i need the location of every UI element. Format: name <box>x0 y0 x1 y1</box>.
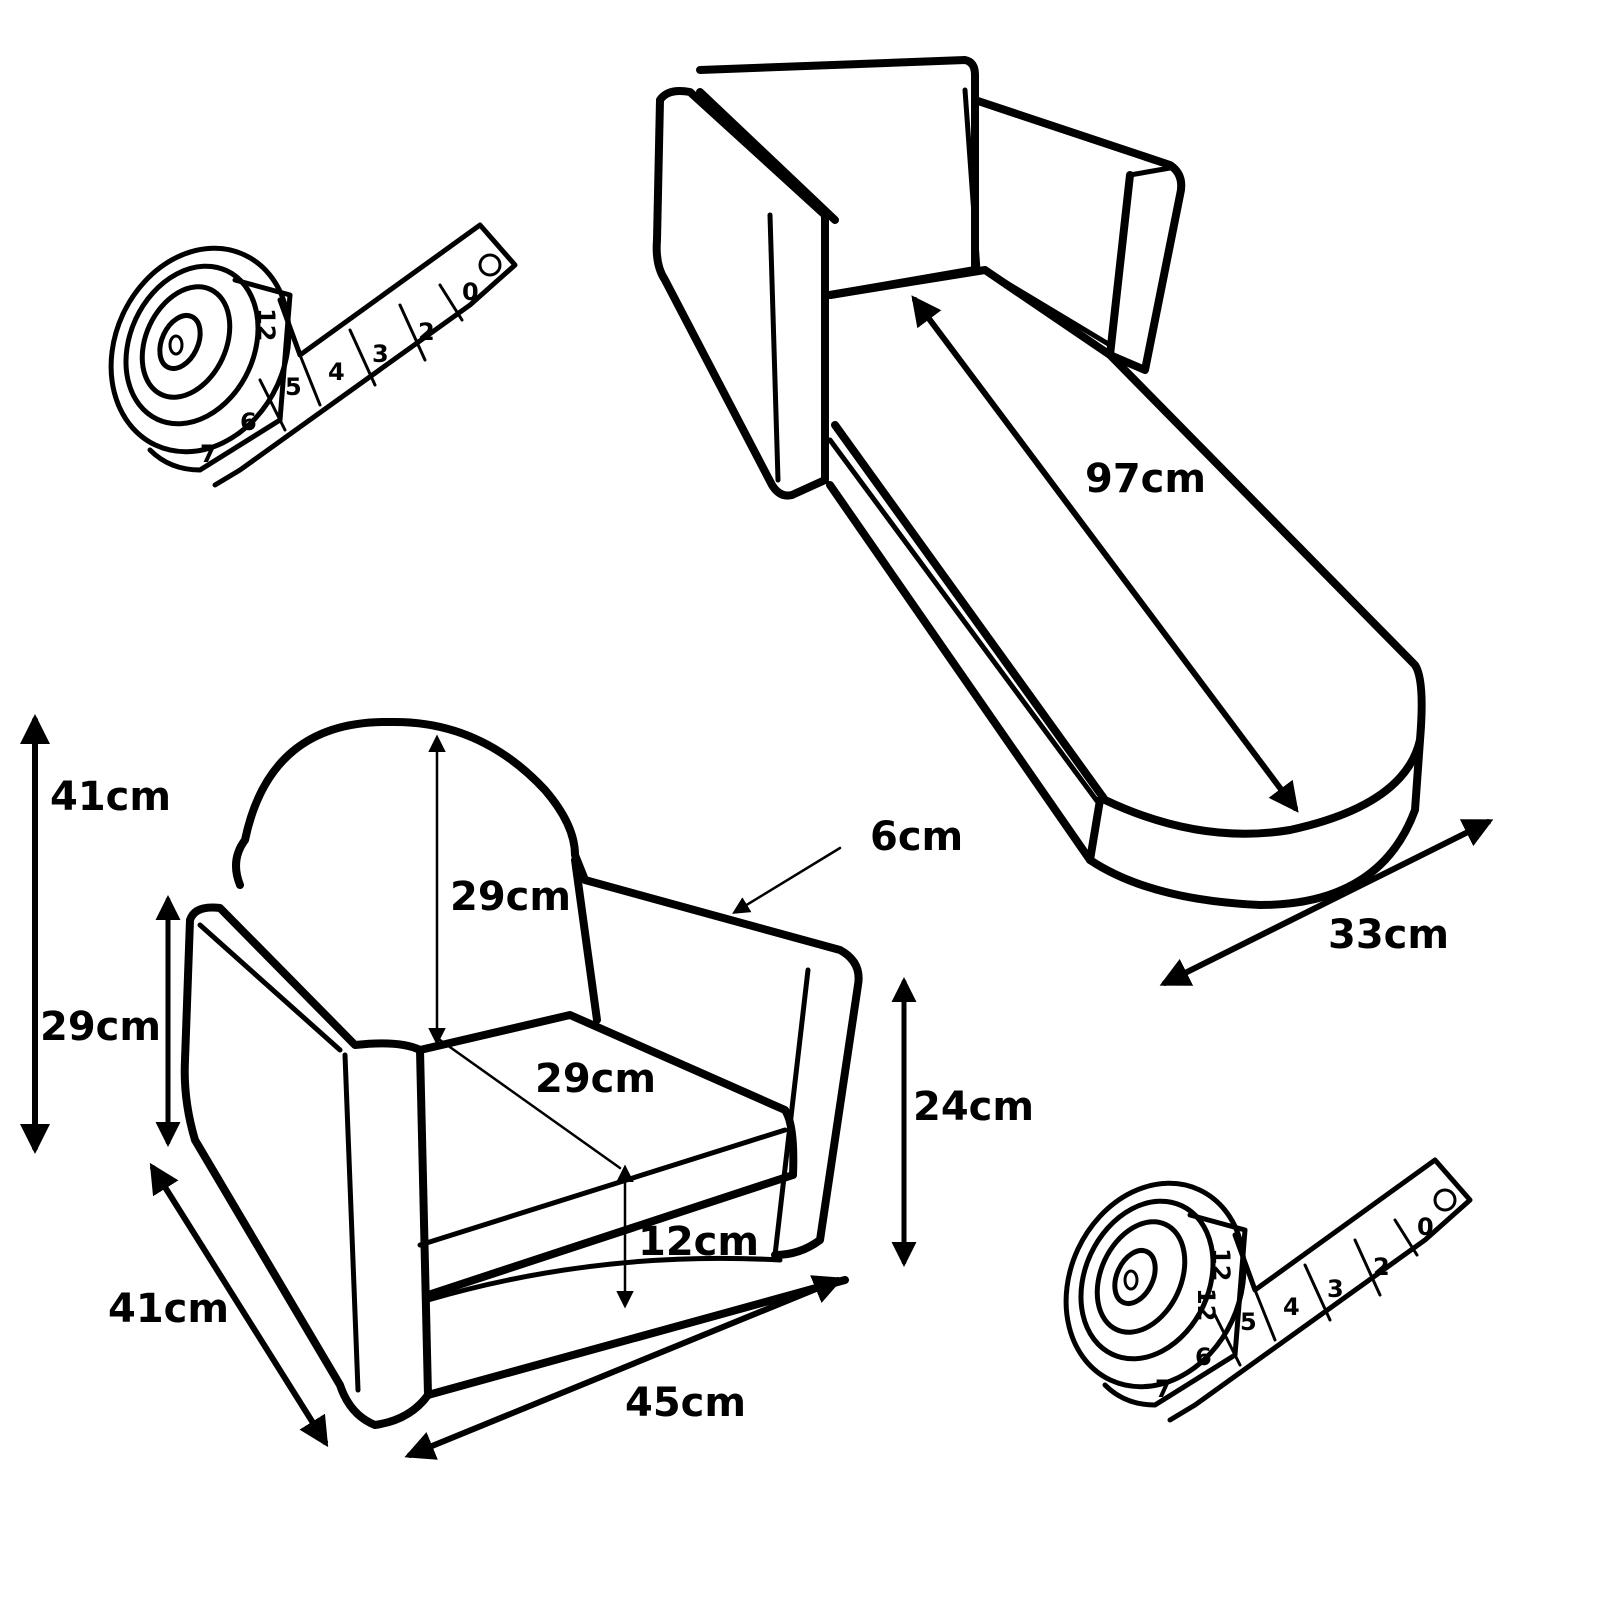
chair-cushion-height-label: 12cm <box>638 1219 759 1265</box>
tape-number: 2 <box>1373 1253 1390 1281</box>
tape-number: 4 <box>1283 1293 1300 1321</box>
sofa-width-arrow <box>1159 819 1494 986</box>
chair-front-height-label: 29cm <box>40 1004 161 1050</box>
tape-number: 4 <box>328 358 345 386</box>
tape-number: 7 <box>200 440 217 468</box>
sofa-bed-drawing <box>652 56 1426 909</box>
tape-number: 3 <box>1327 1275 1344 1303</box>
tape-number: 7 <box>1155 1375 1172 1403</box>
tape-number: 12 <box>1207 1248 1235 1281</box>
tape-number: 12 <box>252 308 280 341</box>
armchair-drawing <box>180 717 863 1429</box>
chair-seat-depth-label: 29cm <box>535 1056 656 1102</box>
tape-measure-icon: 0 2 3 4 5 6 7 <box>108 222 518 488</box>
chair-seat-depth-arrow <box>438 1038 622 1170</box>
chair-width-arrow <box>404 1275 844 1460</box>
tape-number: 6 <box>240 408 257 436</box>
tape-number: 12 <box>1192 1288 1220 1321</box>
chair-seat-height-label: 24cm <box>913 1084 1034 1130</box>
chair-width-label: 45cm <box>625 1380 746 1426</box>
tape-number: 3 <box>372 340 389 368</box>
chair-armrest-pointer <box>732 846 842 914</box>
chair-depth-arrow <box>149 1162 329 1448</box>
chair-depth-label: 41cm <box>108 1286 229 1332</box>
tape-number: 2 <box>418 318 435 346</box>
chair-total-height-label: 41cm <box>50 774 171 820</box>
chair-backrest-height-label: 29cm <box>450 874 571 920</box>
sofa-width-label: 33cm <box>1328 912 1449 958</box>
sofa-length-arrow <box>911 295 1299 813</box>
tape-measure-icon: 0 2 3 4 5 6 7 <box>1063 1157 1473 1423</box>
tape-number: 0 <box>462 278 479 306</box>
tape-number: 6 <box>1195 1343 1212 1371</box>
chair-armrest-width-label: 6cm <box>870 814 963 860</box>
tape-number: 0 <box>1417 1213 1434 1241</box>
tape-number: 5 <box>285 373 302 401</box>
sofa-length-label: 97cm <box>1085 456 1206 502</box>
tape-number: 5 <box>1240 1308 1257 1336</box>
